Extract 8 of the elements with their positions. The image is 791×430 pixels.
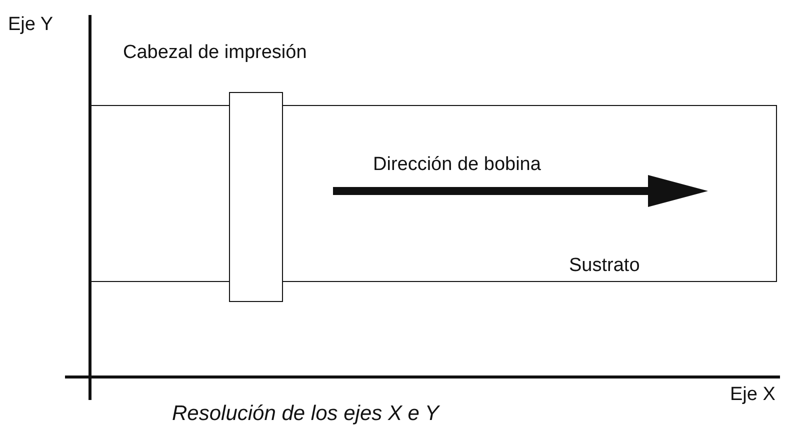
substrate-label: Sustrato (569, 256, 640, 275)
caption: Resolución de los ejes X e Y (172, 403, 439, 424)
arrow-label: Dirección de bobina (373, 155, 541, 174)
print-head-box (229, 92, 283, 302)
axis-label: Eje Y (8, 15, 54, 34)
axis-label: Eje X (730, 385, 776, 404)
print-head-label: Cabezal de impresión (123, 43, 307, 62)
substrate-box (90, 105, 777, 282)
